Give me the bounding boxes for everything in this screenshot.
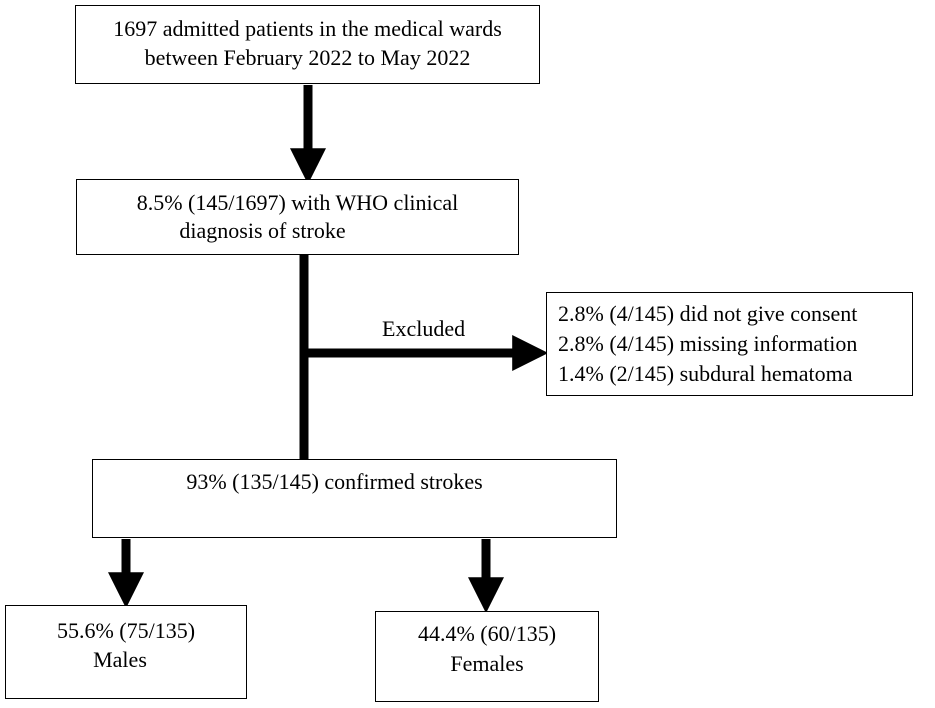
box-excluded-reasons <box>546 292 913 396</box>
box-females <box>375 611 599 702</box>
box-males-line2: Males <box>93 647 147 672</box>
excluded-label: Excluded <box>382 316 466 341</box>
box-diagnosis-line2: diagnosis of stroke <box>179 218 346 243</box>
box-admitted-line2: between February 2022 to May 2022 <box>144 45 471 70</box>
box-admitted <box>75 5 540 84</box>
excluded-reason-missing: 2.8% (4/145) missing information <box>558 331 858 356</box>
box-admitted-line1: 1697 admitted patients in the medical wa… <box>113 16 502 41</box>
box-confirmed <box>92 459 617 538</box>
box-females-line2: Females <box>450 651 524 676</box>
excluded-reason-consent: 2.8% (4/145) did not give consent <box>558 301 858 326</box>
box-diagnosis-line1: 8.5% (145/1697) with WHO clinical <box>136 190 459 215</box>
excluded-reason-hematoma: 1.4% (2/145) subdural hematoma <box>558 361 853 386</box>
box-females-line1: 44.4% (60/135) <box>417 621 557 646</box>
box-confirmed-line1: 93% (135/145) confirmed strokes <box>186 469 483 494</box>
box-males <box>5 605 247 699</box>
box-males-line1: 55.6% (75/135) <box>56 618 196 643</box>
box-diagnosis <box>76 179 519 255</box>
